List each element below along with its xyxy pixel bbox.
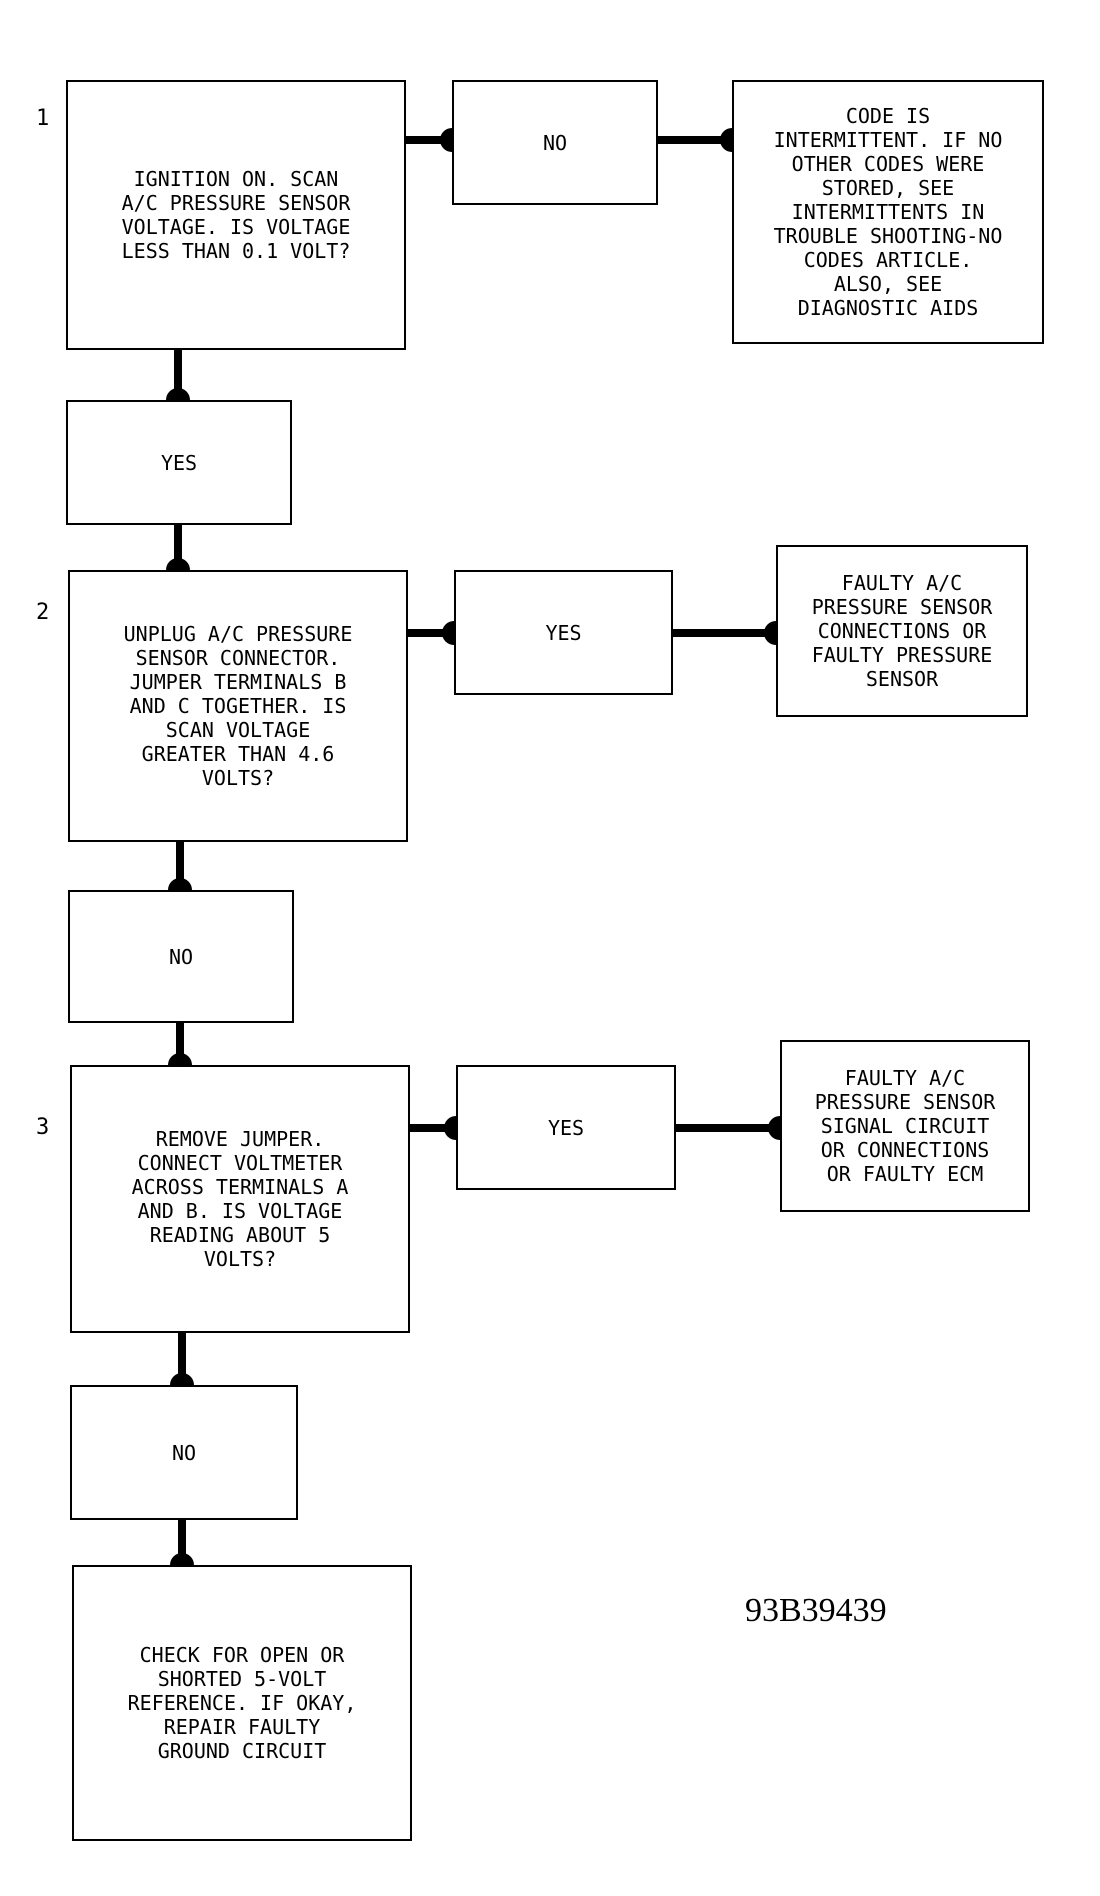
answer-no-2-label: NO xyxy=(168,944,194,969)
step-number-1: 1 xyxy=(36,106,50,131)
answer-yes-1-label: YES xyxy=(160,450,198,475)
question-box-1: IGNITION ON. SCAN A/C PRESSURE SENSOR VO… xyxy=(66,80,406,350)
answer-no-box-3: NO xyxy=(70,1385,298,1520)
figure-id: 93B39439 xyxy=(745,1592,887,1629)
question-1-text: IGNITION ON. SCAN A/C PRESSURE SENSOR VO… xyxy=(121,167,351,263)
result-2-text: FAULTY A/C PRESSURE SENSOR CONNECTIONS O… xyxy=(811,571,993,691)
answer-yes-box-2: YES xyxy=(454,570,673,695)
final-box: CHECK FOR OPEN OR SHORTED 5-VOLT REFEREN… xyxy=(72,1565,412,1841)
question-box-2: UNPLUG A/C PRESSURE SENSOR CONNECTOR. JU… xyxy=(68,570,408,842)
result-box-2: FAULTY A/C PRESSURE SENSOR CONNECTIONS O… xyxy=(776,545,1028,717)
answer-yes-box-1: YES xyxy=(66,400,292,525)
answer-no-1-label: NO xyxy=(542,130,568,155)
answer-yes-box-3: YES xyxy=(456,1065,676,1190)
result-box-1: CODE IS INTERMITTENT. IF NO OTHER CODES … xyxy=(732,80,1044,344)
question-box-3: REMOVE JUMPER. CONNECT VOLTMETER ACROSS … xyxy=(70,1065,410,1333)
answer-no-box-2: NO xyxy=(68,890,294,1023)
final-text: CHECK FOR OPEN OR SHORTED 5-VOLT REFEREN… xyxy=(127,1643,357,1763)
result-box-3: FAULTY A/C PRESSURE SENSOR SIGNAL CIRCUI… xyxy=(780,1040,1030,1212)
question-2-text: UNPLUG A/C PRESSURE SENSOR CONNECTOR. JU… xyxy=(123,622,353,790)
answer-no-3-label: NO xyxy=(171,1440,197,1465)
answer-yes-2-label: YES xyxy=(545,620,582,645)
question-3-text: REMOVE JUMPER. CONNECT VOLTMETER ACROSS … xyxy=(131,1127,349,1271)
result-1-text: CODE IS INTERMITTENT. IF NO OTHER CODES … xyxy=(773,104,1003,320)
answer-no-box-1: NO xyxy=(452,80,658,205)
step-number-2: 2 xyxy=(36,600,50,625)
result-3-text: FAULTY A/C PRESSURE SENSOR SIGNAL CIRCUI… xyxy=(814,1066,996,1186)
answer-yes-3-label: YES xyxy=(547,1115,585,1140)
step-number-3: 3 xyxy=(36,1115,50,1140)
